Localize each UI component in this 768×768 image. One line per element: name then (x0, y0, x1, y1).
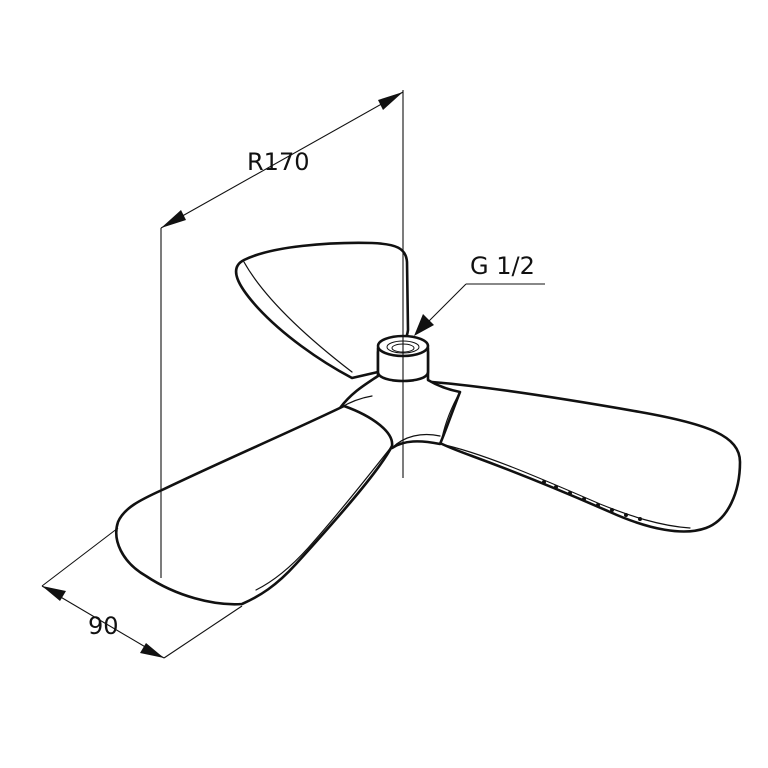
right-arm-edge (439, 443, 691, 529)
width-arrow-bottom-icon (140, 643, 164, 658)
front-left-arm (115, 404, 394, 606)
radius-label: R170 (247, 148, 309, 176)
width-label: 90 (88, 612, 119, 640)
width-dimension: 90 (41, 527, 243, 659)
radius-arrow-right-icon (378, 92, 403, 110)
width-arrow-top-icon (42, 586, 66, 601)
width-extension-bottom (163, 605, 243, 659)
radius-dimension: R170 (160, 90, 404, 578)
right-arm-joint (441, 391, 461, 439)
left-arm-joint (339, 395, 373, 409)
front-arm-edge (255, 445, 393, 591)
right-arm (418, 380, 742, 533)
upper-arm (234, 241, 410, 380)
width-dimension-line (41, 585, 165, 659)
spray-nozzles (542, 480, 642, 521)
radius-dimension-line (160, 91, 404, 229)
thread-label: G 1/2 (470, 252, 535, 280)
thread-arrow-icon (414, 314, 434, 336)
upper-arm-edge (243, 261, 353, 373)
shower-head-body (115, 241, 742, 606)
radius-arrow-left-icon (161, 210, 186, 228)
thread-callout: G 1/2 (414, 252, 545, 336)
hub-seam (391, 433, 441, 449)
width-extension-top (41, 527, 119, 587)
